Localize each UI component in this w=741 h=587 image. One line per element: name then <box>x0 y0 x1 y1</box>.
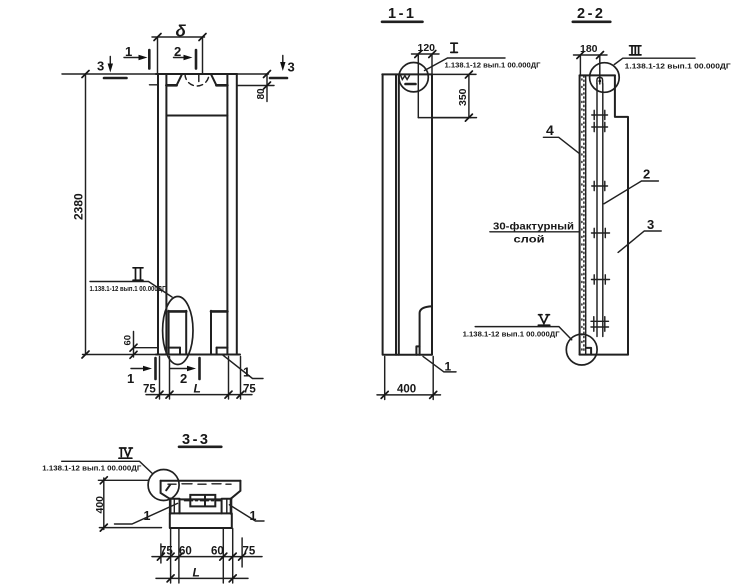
svg-text:δ: δ <box>176 22 187 41</box>
svg-text:120: 120 <box>418 42 436 54</box>
svg-text:350: 350 <box>457 88 469 106</box>
svg-text:3: 3 <box>288 60 295 75</box>
svg-text:80: 80 <box>256 88 267 100</box>
svg-text:L: L <box>193 566 200 580</box>
svg-text:1: 1 <box>250 509 257 523</box>
svg-text:60: 60 <box>179 546 192 558</box>
svg-text:L: L <box>194 382 201 396</box>
svg-text:1.138.1-12 вып.1 00.000ДГ: 1.138.1-12 вып.1 00.000ДГ <box>625 62 732 71</box>
svg-text:30-фактурный: 30-фактурный <box>493 221 574 233</box>
svg-text:1: 1 <box>125 44 132 59</box>
svg-text:75: 75 <box>243 384 256 396</box>
svg-text:1: 1 <box>243 365 250 380</box>
svg-text:3: 3 <box>97 59 104 74</box>
svg-text:4: 4 <box>546 122 554 138</box>
svg-text:75: 75 <box>160 546 173 558</box>
svg-text:400: 400 <box>397 384 416 396</box>
svg-text:1.138.1-12 вып.1 00.000ДГ: 1.138.1-12 вып.1 00.000ДГ <box>42 463 142 472</box>
svg-text:75: 75 <box>143 384 156 396</box>
svg-text:1: 1 <box>445 360 452 374</box>
svg-text:2: 2 <box>180 371 187 386</box>
svg-text:слой: слой <box>514 234 545 246</box>
svg-text:3-3: 3-3 <box>182 432 210 448</box>
svg-text:1.138.1-12 вып.1 00.000ДГ: 1.138.1-12 вып.1 00.000ДГ <box>463 330 561 339</box>
svg-text:180: 180 <box>580 43 598 55</box>
svg-text:2380: 2380 <box>72 193 86 220</box>
svg-text:2: 2 <box>643 167 650 182</box>
svg-text:1: 1 <box>127 371 134 386</box>
svg-text:60: 60 <box>211 546 224 558</box>
svg-text:75: 75 <box>243 546 256 558</box>
svg-text:1: 1 <box>144 509 151 523</box>
svg-text:1-1: 1-1 <box>388 6 416 22</box>
svg-text:2: 2 <box>174 44 181 59</box>
svg-text:2-2: 2-2 <box>577 6 605 22</box>
svg-text:400: 400 <box>94 496 106 514</box>
svg-text:60: 60 <box>123 335 134 346</box>
svg-text:1.138.1-12 вып.1 00.000ДГ: 1.138.1-12 вып.1 00.000ДГ <box>90 284 167 293</box>
svg-text:1.138.1-12 вып.1 00.000ДГ: 1.138.1-12 вып.1 00.000ДГ <box>445 61 542 70</box>
svg-text:3: 3 <box>647 217 654 232</box>
